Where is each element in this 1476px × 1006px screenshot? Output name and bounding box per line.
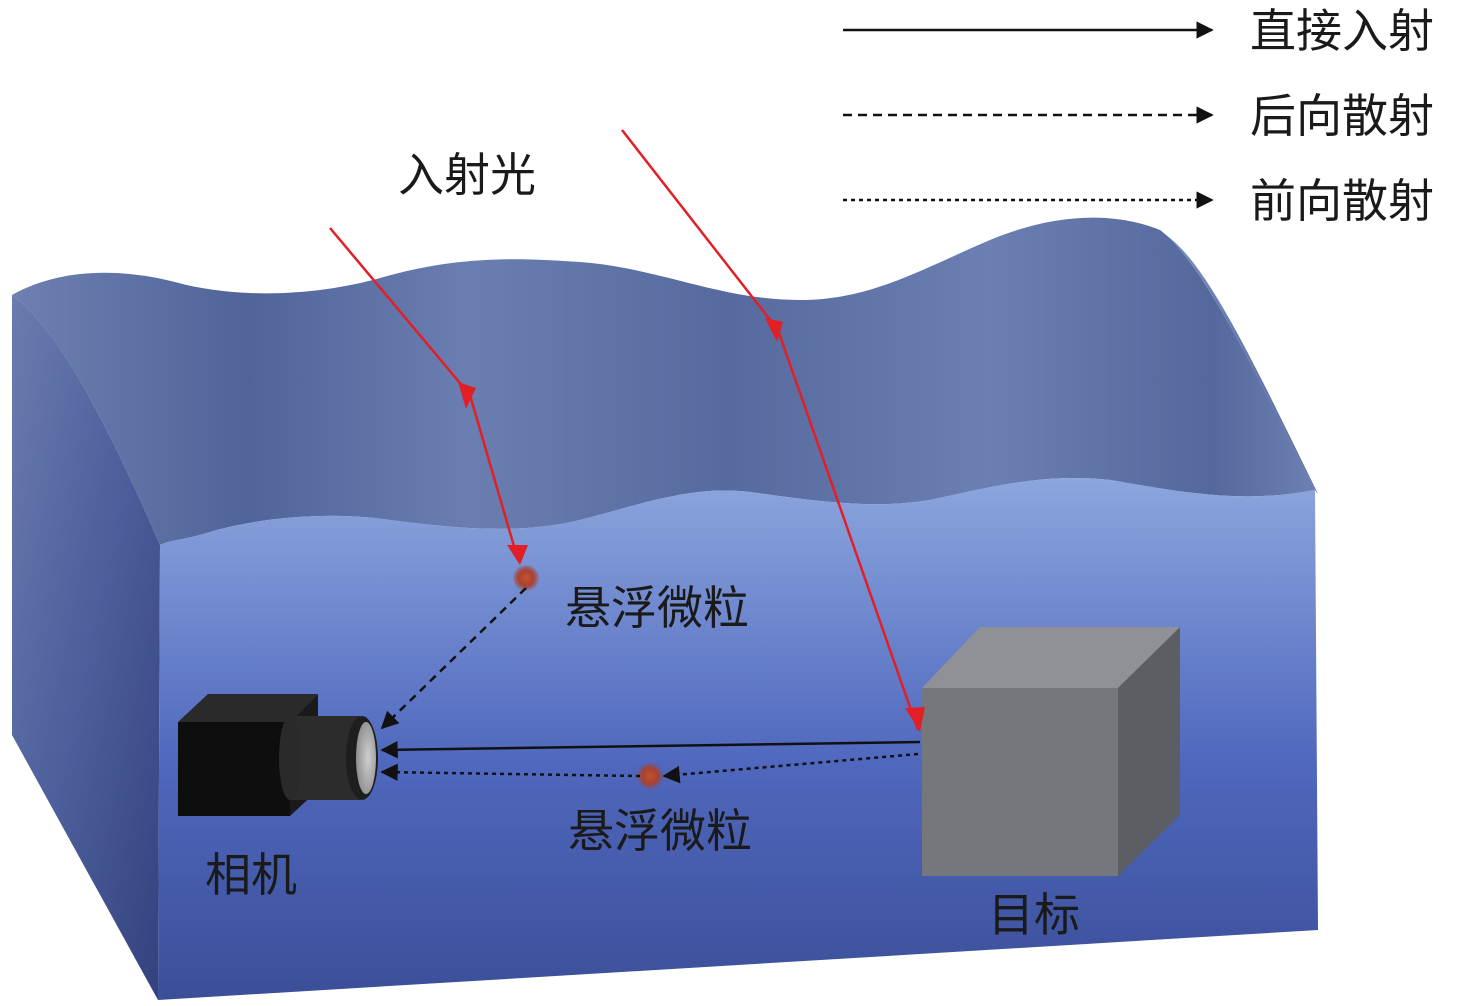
incident-light-label: 入射光 — [398, 148, 536, 202]
arrowhead-ray-right-end — [905, 707, 925, 732]
camera — [178, 694, 378, 816]
target-label: 目标 — [988, 888, 1080, 942]
direct-path — [380, 740, 921, 759]
camera-body-front — [178, 722, 290, 816]
cube-top — [922, 627, 1180, 688]
particle-bottom — [637, 763, 663, 789]
forward-scatter-path-2 — [380, 763, 641, 781]
camera-lens-barrel-back — [279, 716, 301, 800]
cube-front — [922, 688, 1118, 876]
backscatter-path — [380, 587, 527, 730]
camera-body-top — [178, 694, 318, 722]
legend — [843, 21, 1214, 209]
cube-side — [1118, 627, 1180, 876]
forward-scatter-path-1 — [662, 752, 919, 784]
water-left-side — [12, 295, 160, 1000]
legend-label-forward-scatter: 前向散射 — [1250, 174, 1434, 228]
camera-lens-glass — [356, 722, 376, 794]
water-surface — [12, 217, 1315, 545]
particle-top — [513, 565, 539, 591]
arrowhead-ray-right-mid — [765, 318, 783, 342]
arrowhead-ray-left-end — [507, 545, 528, 565]
arrowhead-ray-left-mid — [458, 382, 476, 409]
camera-label: 相机 — [205, 848, 297, 902]
particle-bottom-label: 悬浮微粒 — [568, 804, 752, 858]
legend-label-direct: 直接入射 — [1250, 4, 1434, 58]
legend-label-backscatter: 后向散射 — [1250, 89, 1434, 143]
target-cube — [922, 627, 1180, 876]
incident-arrowheads — [458, 318, 925, 732]
particle-top-label: 悬浮微粒 — [565, 581, 749, 635]
